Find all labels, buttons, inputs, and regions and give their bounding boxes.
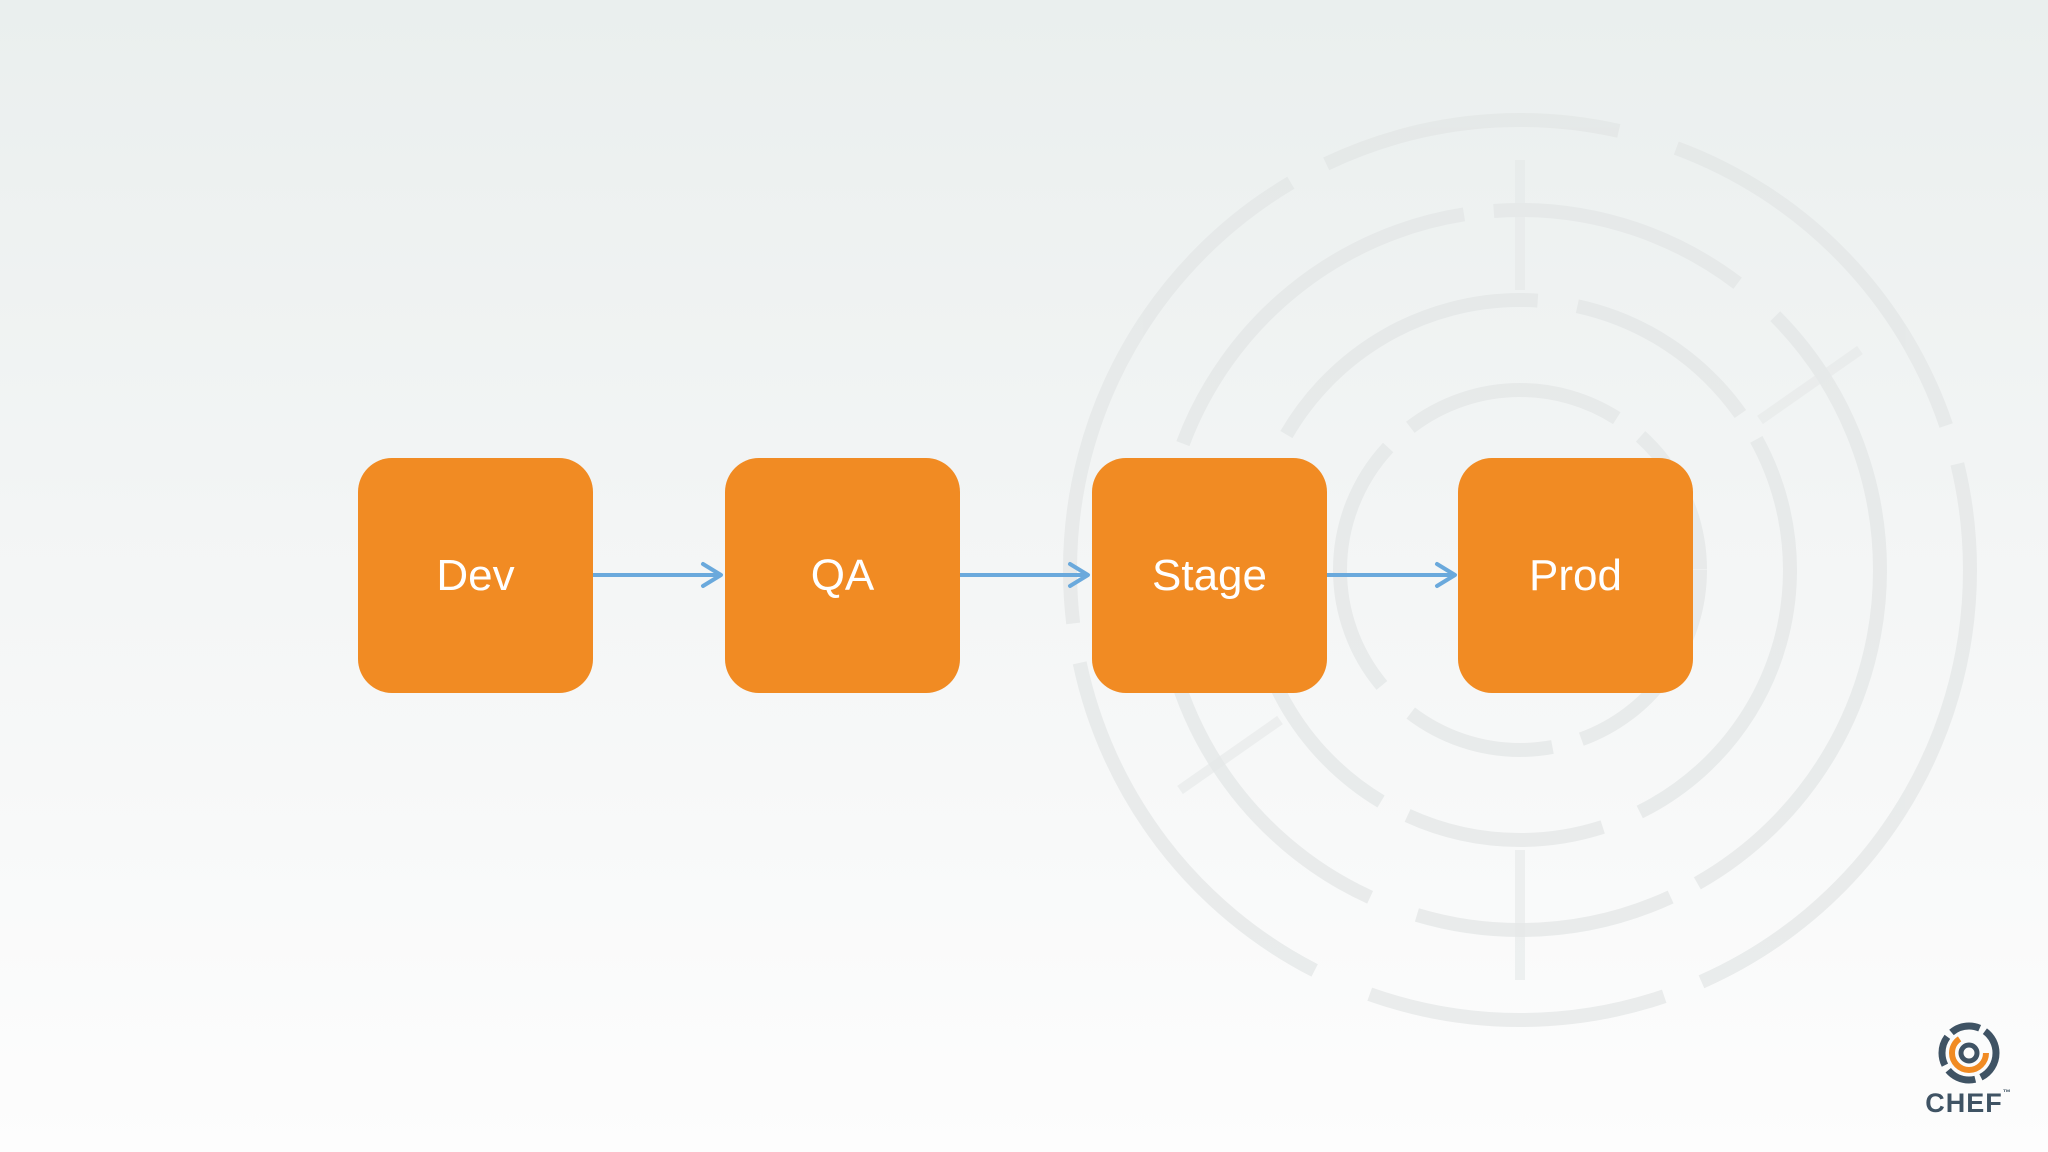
stage-label-qa: QA xyxy=(810,550,875,600)
stage-label-prod: Prod xyxy=(1529,550,1622,600)
chef-logo-word: CHEF xyxy=(1925,1088,2003,1118)
chef-logo-text: CHEF™ xyxy=(1918,1088,2018,1119)
stage-label-stage: Stage xyxy=(1152,550,1267,600)
stage-box-prod: Prod xyxy=(1458,458,1693,693)
stage-box-qa: QA xyxy=(725,458,960,693)
stage-box-stage: Stage xyxy=(1092,458,1327,693)
stage-box-dev: Dev xyxy=(358,458,593,693)
stage-label-dev: Dev xyxy=(436,550,515,600)
chef-logo-icon xyxy=(1938,1022,2000,1084)
arrow-qa-to-stage xyxy=(960,562,1090,588)
arrow-stage-to-prod xyxy=(1327,562,1457,588)
arrow-dev-to-qa xyxy=(593,562,723,588)
chef-logo-trademark: ™ xyxy=(2002,1088,2011,1097)
chef-logo: CHEF™ xyxy=(1918,1020,2018,1120)
